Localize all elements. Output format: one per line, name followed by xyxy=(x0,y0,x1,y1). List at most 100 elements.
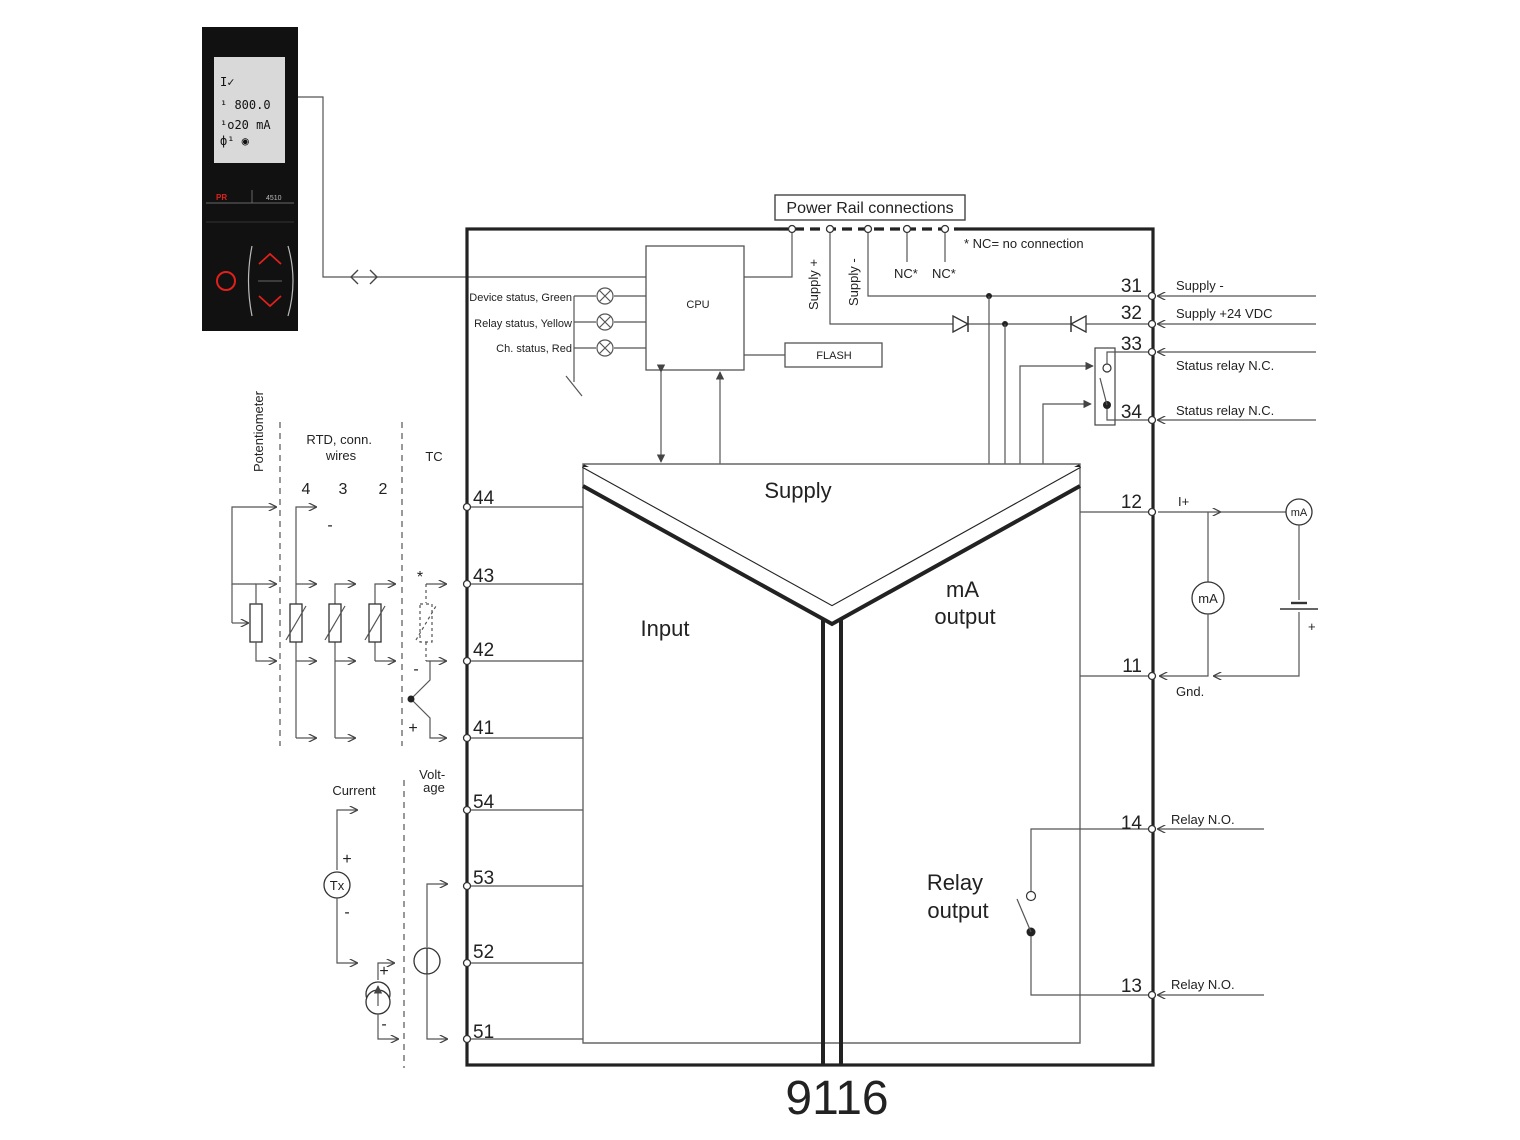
source-minus: - xyxy=(381,1016,386,1033)
terminal-12: 12 I+ xyxy=(1121,492,1189,517)
lcd-line-3: ¹o20 mA xyxy=(220,118,271,132)
terminal-label: 42 xyxy=(473,640,494,661)
flash-block xyxy=(784,342,883,368)
rtd-wires-2: 2 xyxy=(379,481,388,498)
led-device-status: Device status, Green xyxy=(469,292,572,304)
terminal-32: 32 Supply +24 VDC xyxy=(1121,303,1316,328)
meter-label: mA xyxy=(1291,507,1308,519)
current-source-icon xyxy=(365,981,391,1015)
terminal-number: 32 xyxy=(1121,303,1142,324)
tx-label: Tx xyxy=(330,878,345,893)
current-label: Current xyxy=(332,783,376,798)
terminal-31: 31 Supply - xyxy=(1121,276,1316,300)
terminal-54: 54 xyxy=(462,792,583,815)
rtd-label-line: RTD, conn. xyxy=(306,432,372,447)
block-ma-output: mA output xyxy=(934,577,995,629)
potentiometer-label: Potentiometer xyxy=(251,390,266,472)
voltage-source-icon xyxy=(413,947,441,975)
led-relay-status: Relay status, Yellow xyxy=(474,318,572,330)
terminal-number: 12 xyxy=(1121,492,1142,513)
diode-icon xyxy=(1069,314,1087,334)
terminal-number: 33 xyxy=(1121,334,1142,355)
terminal-label: 41 xyxy=(473,718,494,739)
potentiometer-icon xyxy=(249,603,263,643)
rtd-label: RTD, conn. wires xyxy=(306,432,375,463)
rtd-minus: - xyxy=(327,517,332,534)
terminal-label: 53 xyxy=(473,868,494,889)
terminal-label: Relay N.O. xyxy=(1171,812,1235,827)
cpu-label: CPU xyxy=(686,299,709,311)
rtd-wires-4: 4 xyxy=(302,481,311,498)
function-block: Supply Input mA output Relay output xyxy=(582,463,1081,1065)
terminal-number: 34 xyxy=(1121,402,1143,423)
voltage-label-line: age xyxy=(423,780,445,795)
terminal-label: 44 xyxy=(473,488,495,509)
terminal-number: 31 xyxy=(1121,276,1142,297)
tc-plus: + xyxy=(408,720,417,737)
up-arrow-icon[interactable] xyxy=(258,252,282,265)
rail-to-cpu xyxy=(744,233,793,278)
down-arrow-icon[interactable] xyxy=(258,295,282,308)
relay-output-line: Relay xyxy=(927,870,983,895)
terminal-43: 43 xyxy=(462,566,583,589)
terminal-44: 44 xyxy=(462,488,583,512)
ma-output-line: mA xyxy=(946,577,979,602)
tx-plus: + xyxy=(342,851,351,868)
voltage-label: Volt- age xyxy=(419,767,449,795)
terminal-label: Relay N.O. xyxy=(1171,977,1235,992)
terminal-label: 43 xyxy=(473,566,494,587)
terminal-33: 33 Status relay N.C. xyxy=(1121,334,1316,373)
tc-minus: - xyxy=(413,661,418,678)
terminal-52: 52 xyxy=(462,942,583,968)
terminal-label: 52 xyxy=(473,942,494,963)
terminal-13: 13 Relay N.O. xyxy=(1121,976,1264,999)
rail-nc-note: * NC= no connection xyxy=(964,236,1084,251)
terminal-label: Supply +24 VDC xyxy=(1176,306,1272,321)
block-relay-output: Relay output xyxy=(927,870,989,923)
display-model: 4510 xyxy=(266,195,282,202)
source-plus: + xyxy=(379,963,388,980)
meter-label: mA xyxy=(1198,591,1218,606)
ma-output-wiring: mA + mA xyxy=(1158,498,1318,676)
rtd-wires-3: 3 xyxy=(339,481,348,498)
cpu-block xyxy=(645,245,745,371)
ok-button-icon[interactable] xyxy=(216,271,236,291)
model-number: 9116 xyxy=(785,1072,888,1125)
power-rail-pins: Supply + Supply - NC* NC* * NC= no conne… xyxy=(778,224,1084,310)
flash-label: FLASH xyxy=(816,350,852,362)
tc-star: * xyxy=(417,569,423,586)
terminal-label: 51 xyxy=(473,1022,494,1043)
terminal-51: 51 xyxy=(462,1022,583,1044)
terminal-label: 54 xyxy=(473,792,495,813)
rail-supply-minus: Supply - xyxy=(846,258,861,306)
status-leds: Device status, Green Relay status, Yello… xyxy=(469,292,646,397)
lcd-line-1: I✓ xyxy=(220,75,234,89)
display-link xyxy=(298,96,646,278)
terminal-label: Gnd. xyxy=(1176,684,1204,699)
power-rail-title: Power Rail connections xyxy=(786,200,953,217)
block-supply: Supply xyxy=(764,478,831,503)
terminal-label: Supply - xyxy=(1176,278,1224,293)
left-terminals: 44 43 42 41 54 53 52 xyxy=(462,488,583,1044)
rail-nc-1: NC* xyxy=(894,266,918,281)
rail-nc-2: NC* xyxy=(932,266,956,281)
terminal-number: 14 xyxy=(1121,813,1143,834)
display-unit-4510: I✓ ¹ 800.0 ¹o20 mA ф¹ ◉ PR 4510 xyxy=(202,27,298,331)
brand-logo: PR xyxy=(216,193,227,202)
ma-output-line: output xyxy=(934,604,995,629)
terminal-41: 41 xyxy=(462,718,583,743)
tx-minus: - xyxy=(344,904,349,921)
lcd-line-4: ф¹ ◉ xyxy=(220,134,249,148)
right-terminals: 31 Supply - 32 Supply +24 VDC 33 Status … xyxy=(1121,276,1316,999)
voltage-label-line: Volt- xyxy=(419,767,445,782)
terminal-34: 34 Status relay N.C. xyxy=(1121,402,1316,424)
lcd-line-2: ¹ 800.0 xyxy=(220,98,271,112)
terminal-label: Status relay N.C. xyxy=(1176,358,1274,373)
diode-icon xyxy=(952,314,970,334)
terminal-number: 11 xyxy=(1122,656,1142,677)
bidirectional-arrow-icon xyxy=(350,269,378,285)
terminal-53: 53 xyxy=(462,868,583,891)
rtd-label-line: wires xyxy=(325,448,357,463)
terminal-label: I+ xyxy=(1178,494,1189,509)
